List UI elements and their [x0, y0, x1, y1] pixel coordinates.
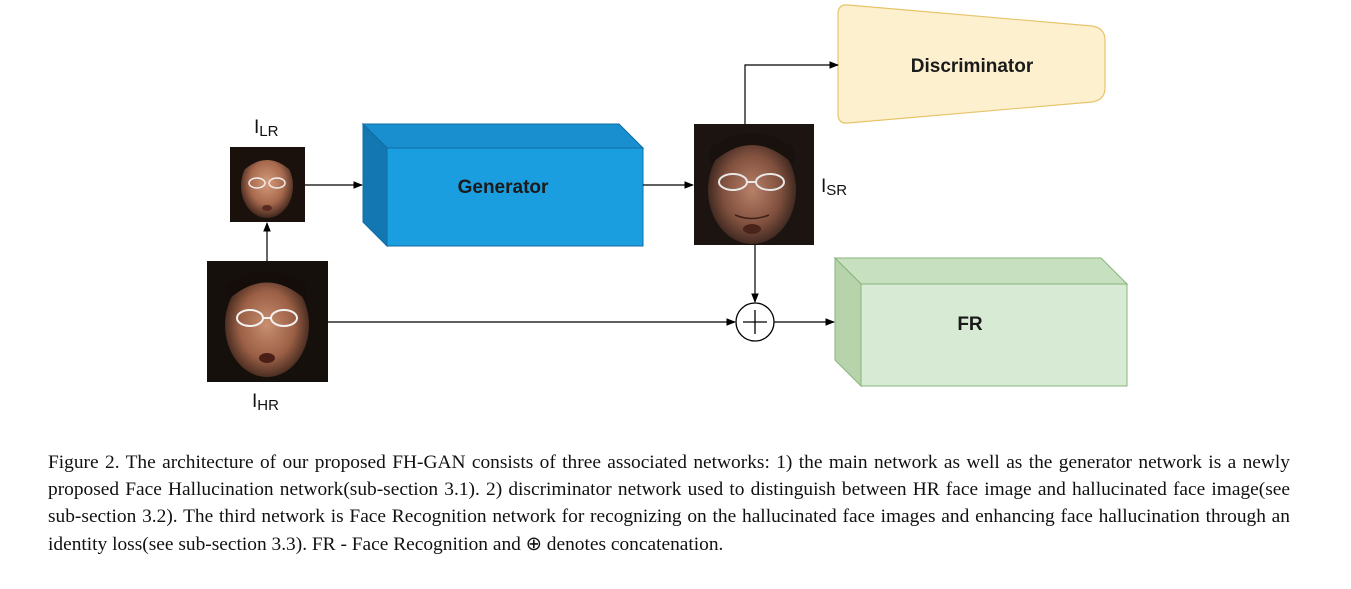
fr-label: FR	[957, 314, 983, 335]
generator-label: Generator	[458, 177, 549, 198]
hr-label: IHR	[252, 391, 279, 414]
architecture-diagram: ILR IHR ISR Generator Discriminator	[207, 4, 1129, 414]
lr-face-image	[230, 147, 305, 222]
fr-box	[833, 256, 1129, 388]
generator-box	[361, 122, 645, 248]
discriminator-label: Discriminator	[911, 56, 1034, 77]
discriminator-box	[837, 4, 1106, 124]
sr-face-image	[694, 124, 814, 245]
concatenation-icon	[735, 302, 775, 342]
lr-label: ILR	[254, 117, 279, 140]
sr-label: ISR	[821, 176, 847, 199]
hr-face-image	[207, 261, 328, 382]
figure-caption: Figure 2. The architecture of our propos…	[48, 452, 1290, 555]
connections	[263, 61, 839, 326]
arrow-sr-to-discriminator	[744, 61, 839, 124]
